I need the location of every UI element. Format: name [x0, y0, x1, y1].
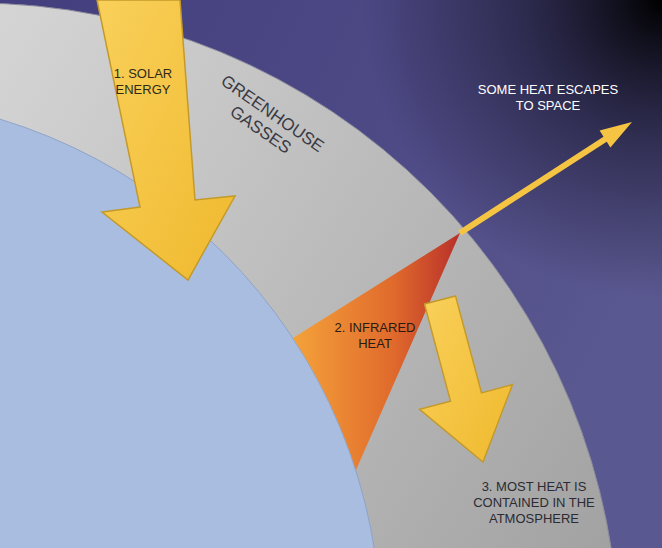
infrared-wedge	[293, 233, 460, 470]
contained-heat-arrow	[420, 296, 513, 462]
escape-arrow-head	[600, 122, 632, 147]
arrow-label: 1. SOLAR ENERGY	[108, 66, 178, 98]
escape-arrow-shaft	[460, 138, 607, 233]
wedge-label: 2. INFRARED HEAT	[331, 320, 419, 352]
escape-label: SOME HEAT ESCAPES TO SPACE	[473, 82, 623, 114]
band-label: GREENHOUSE GASSES	[205, 71, 326, 173]
callout-label: 3. MOST HEAT IS CONTAINED IN THE ATMOSPH…	[454, 479, 614, 527]
solar-arrow	[97, 0, 235, 280]
